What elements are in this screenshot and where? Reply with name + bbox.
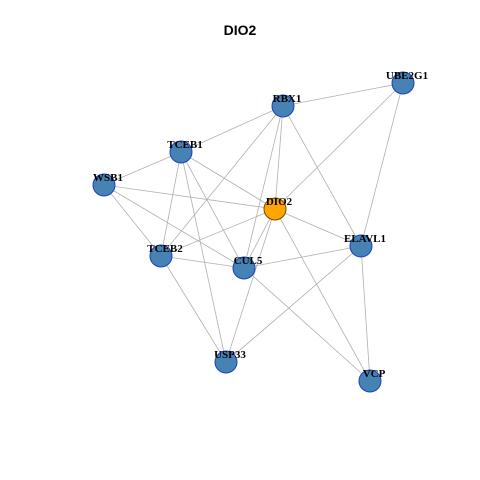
node-circle[interactable] bbox=[391, 71, 415, 95]
edges-layer bbox=[103, 82, 404, 382]
node-label: TCEB2 bbox=[147, 243, 183, 255]
node-label: VCP bbox=[363, 368, 386, 380]
graph-title: DIO2 bbox=[223, 22, 257, 38]
edge-rbx1-cul5 bbox=[243, 105, 284, 269]
edge-elavl1-vcp bbox=[360, 245, 371, 382]
edge-wsb1-cul5 bbox=[103, 184, 245, 269]
node-circle[interactable] bbox=[271, 94, 295, 118]
node-circle[interactable] bbox=[149, 244, 173, 268]
edge-rbx1-dio2 bbox=[274, 105, 284, 210]
edge-dio2-usp33 bbox=[225, 208, 276, 363]
edge-rbx1-ube2g1 bbox=[282, 82, 404, 107]
node-label: RBX1 bbox=[273, 93, 302, 105]
node-dio2[interactable]: DIO2 bbox=[263, 196, 293, 221]
edge-cul5-vcp bbox=[243, 267, 371, 382]
edge-tceb1-tceb2 bbox=[160, 151, 182, 257]
node-rbx1[interactable]: RBX1 bbox=[271, 93, 302, 118]
edge-dio2-elavl1 bbox=[274, 208, 362, 247]
node-vcp[interactable]: VCP bbox=[358, 368, 386, 393]
node-circle[interactable] bbox=[92, 173, 116, 197]
edge-elavl1-usp33 bbox=[225, 245, 362, 363]
node-tceb1[interactable]: TCEB1 bbox=[167, 139, 203, 164]
edge-ube2g1-dio2 bbox=[274, 82, 404, 210]
node-cul5[interactable]: CUL5 bbox=[232, 255, 263, 280]
edge-tceb1-cul5 bbox=[180, 151, 245, 269]
edge-rbx1-elavl1 bbox=[282, 105, 362, 247]
edge-tceb1-dio2 bbox=[180, 151, 276, 210]
node-circle[interactable] bbox=[263, 197, 287, 221]
node-ube2g1[interactable]: UBE2G1 bbox=[386, 70, 428, 95]
edge-wsb1-tceb2 bbox=[103, 184, 162, 257]
node-circle[interactable] bbox=[358, 369, 382, 393]
edge-tceb1-usp33 bbox=[180, 151, 227, 363]
node-label: ELAVL1 bbox=[344, 233, 386, 245]
node-usp33[interactable]: USP33 bbox=[214, 349, 246, 374]
edge-tceb2-usp33 bbox=[160, 255, 227, 363]
node-circle[interactable] bbox=[349, 234, 373, 258]
edge-dio2-vcp bbox=[274, 208, 371, 382]
edge-ube2g1-elavl1 bbox=[360, 82, 404, 247]
node-circle[interactable] bbox=[232, 256, 256, 280]
node-label: WSB1 bbox=[93, 172, 123, 184]
edge-dio2-tceb2 bbox=[160, 208, 276, 257]
node-label: CUL5 bbox=[234, 255, 263, 267]
edge-cul5-elavl1 bbox=[243, 245, 362, 269]
node-label: UBE2G1 bbox=[386, 70, 428, 82]
node-label: USP33 bbox=[214, 349, 246, 361]
node-label: TCEB1 bbox=[167, 139, 202, 151]
node-circle[interactable] bbox=[214, 350, 238, 374]
node-label: DIO2 bbox=[266, 196, 293, 208]
edge-tceb2-cul5 bbox=[160, 255, 245, 269]
node-elavl1[interactable]: ELAVL1 bbox=[344, 233, 386, 258]
node-circle[interactable] bbox=[169, 140, 193, 164]
edge-wsb1-dio2 bbox=[103, 184, 276, 210]
edge-tceb1-wsb1 bbox=[103, 151, 182, 186]
node-wsb1[interactable]: WSB1 bbox=[92, 172, 123, 197]
node-tceb2[interactable]: TCEB2 bbox=[147, 243, 183, 268]
edge-rbx1-tceb1 bbox=[180, 105, 284, 153]
